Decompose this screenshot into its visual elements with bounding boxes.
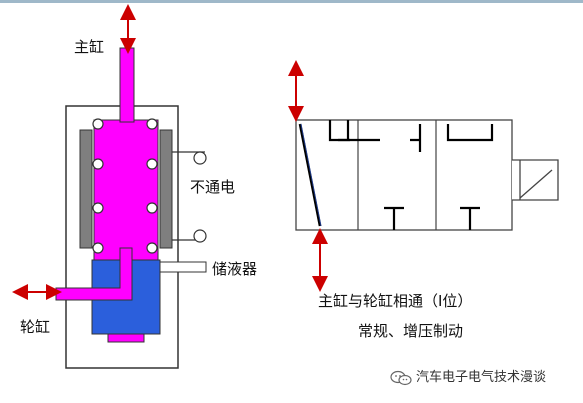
actuator <box>512 159 559 201</box>
ball <box>92 202 104 214</box>
blocked-port <box>384 206 404 230</box>
wheel-passage <box>55 247 133 301</box>
ball <box>92 118 104 130</box>
lower-seat <box>107 333 145 343</box>
label-wheel-cylinder: 轮缸 <box>20 318 51 336</box>
ball <box>146 242 158 254</box>
terminal-bottom <box>193 229 207 243</box>
coil-right <box>159 129 173 249</box>
symbol-box <box>295 119 513 231</box>
flow-line-inner <box>300 123 322 227</box>
valve-symbol <box>288 60 559 292</box>
label-reservoir: 储液器 <box>212 260 258 278</box>
piston-rod <box>119 47 135 123</box>
ball <box>146 158 158 170</box>
reservoir-port <box>159 261 207 273</box>
ball <box>92 242 104 254</box>
caption-line2: 常规、增压制动 <box>358 322 464 340</box>
blocked-port <box>338 120 380 142</box>
watermark-text: 汽车电子电气技术漫谈 <box>416 370 547 385</box>
blocked-port <box>410 124 422 152</box>
blocked-port <box>460 206 480 230</box>
label-master-cylinder: 主缸 <box>74 38 105 56</box>
terminal-top <box>193 151 207 165</box>
solenoid-valve <box>12 4 207 369</box>
caption-line1: 主缸与轮缸相通（Ⅰ位） <box>318 292 473 310</box>
ball <box>92 158 104 170</box>
top-strip <box>0 0 583 3</box>
watermark: 汽车电子电气技术漫谈 <box>390 366 546 386</box>
coil-left <box>79 129 93 249</box>
actuator-diagonal <box>519 169 553 199</box>
piston-body <box>93 119 159 261</box>
wechat-icon <box>390 370 412 385</box>
flow-line <box>298 123 322 227</box>
label-not-energized: 不通电 <box>190 178 236 196</box>
ball <box>146 118 158 130</box>
blocked-port <box>446 124 494 142</box>
ball <box>146 202 158 214</box>
